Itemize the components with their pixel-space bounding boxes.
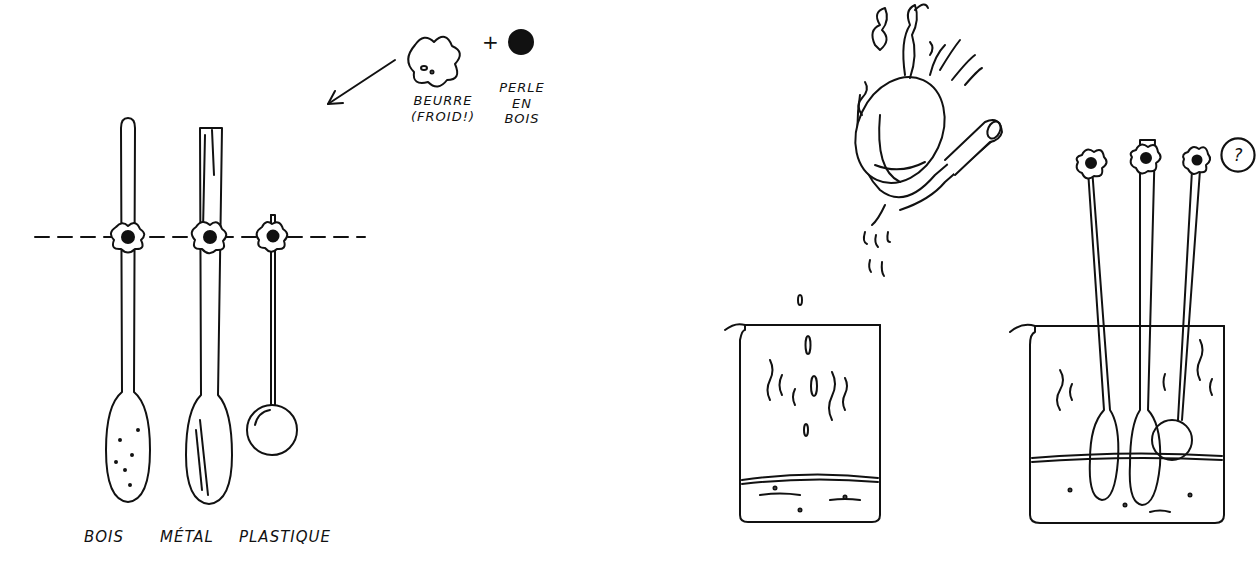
ingredient-label: BEURRE (FROID!) [400,93,486,124]
beaker [725,324,880,522]
butter-with-bead [111,222,287,253]
saucepan [839,62,1004,225]
material-label: PLASTIQUE [230,528,340,546]
question-mark: ? [1233,145,1242,165]
question-circle: ? [1220,137,1256,173]
material-label: BOIS [74,528,134,546]
pointer-arrow [328,60,395,104]
beaker-with-spoons [1010,140,1224,523]
wooden-bead [509,30,533,54]
ingredient-label: PERLE EN BOIS [496,80,548,127]
material-label: MÉTAL [150,528,224,546]
metal-spoon [186,128,232,504]
pouring-water [798,232,890,436]
plus-sign: + [480,30,502,54]
butter-piece [408,37,460,87]
plastic-spoon [247,215,297,455]
wooden-spoon [106,118,150,502]
steam [859,4,983,115]
